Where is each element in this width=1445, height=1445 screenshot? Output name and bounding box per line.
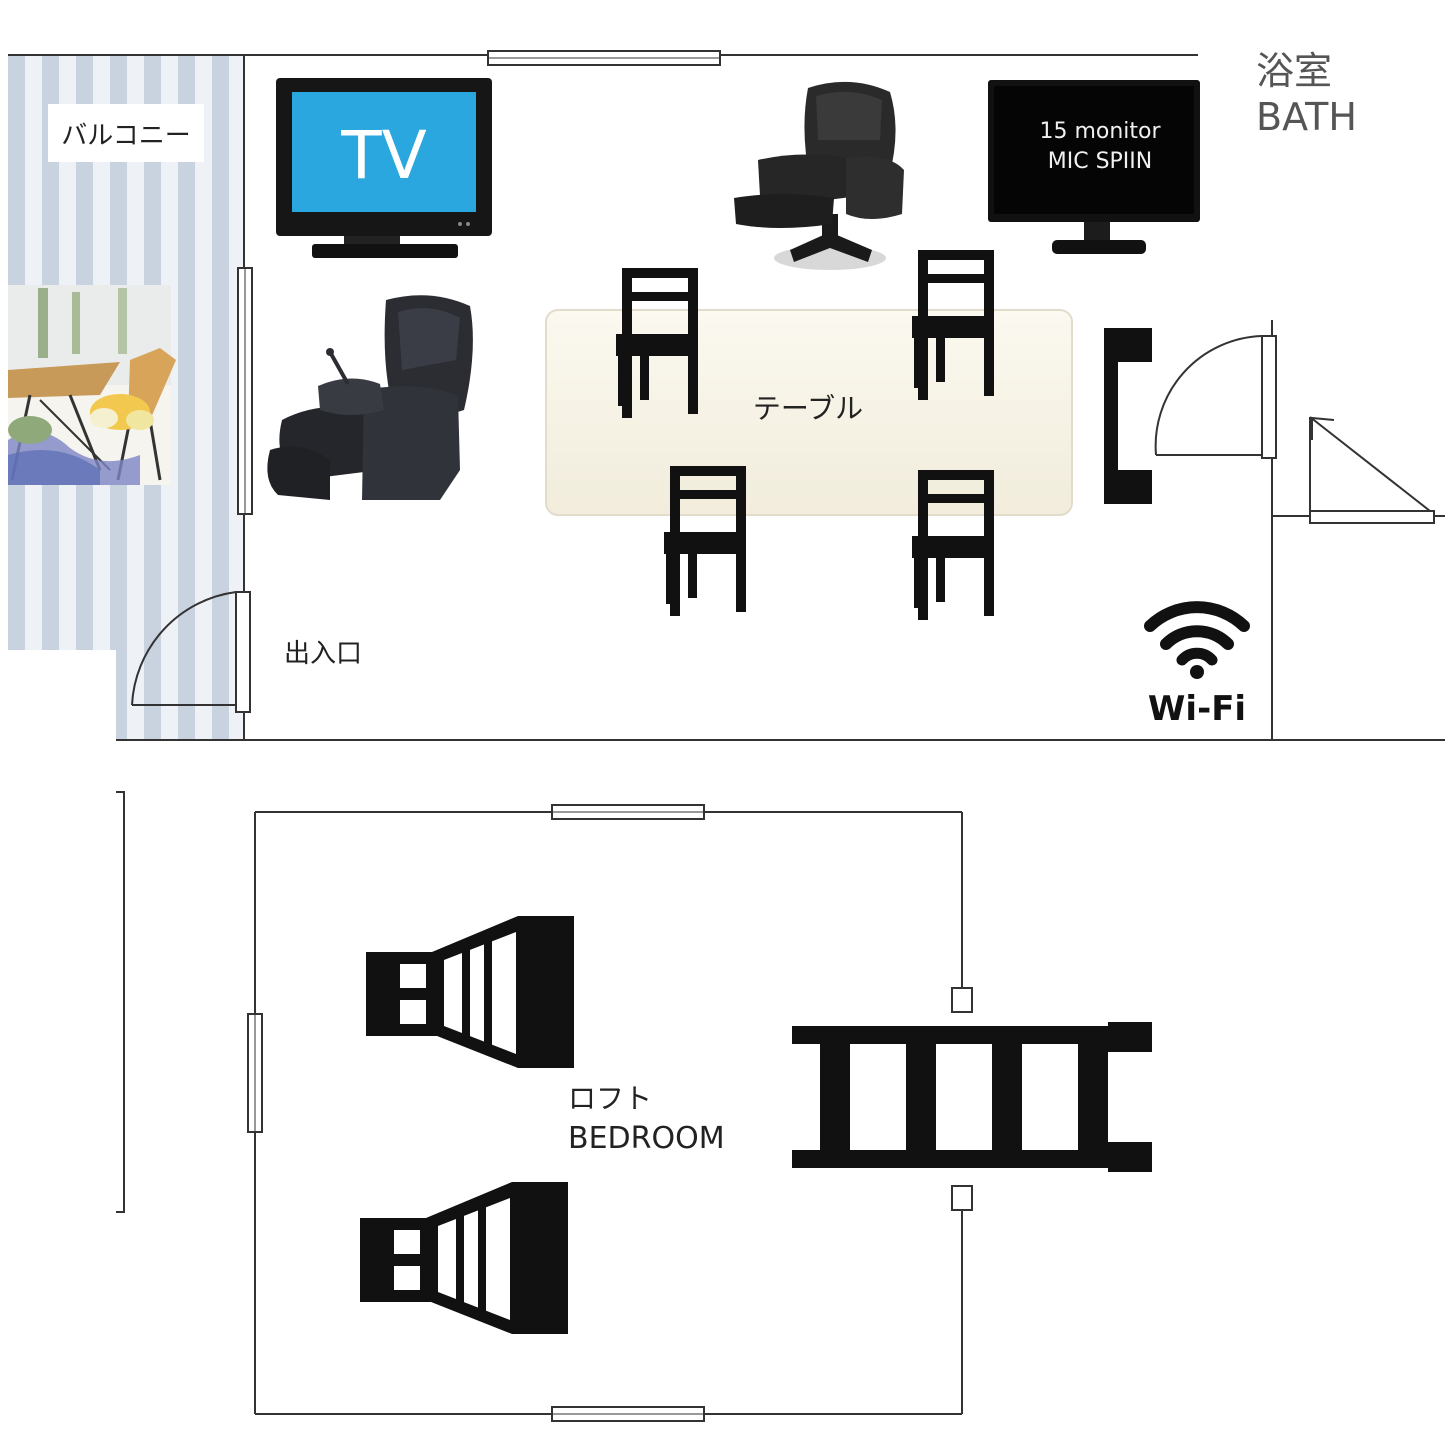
balcony-photo [8,285,176,485]
table-label: テーブル [753,392,863,425]
bath-label-en: BATH [1256,95,1357,139]
loft-window-left [247,1013,263,1133]
door-swing-icon [131,591,251,713]
bath-label-jp: 浴室 [1256,49,1333,93]
loft-window-top [551,804,705,820]
bath-label: 浴室 BATH [1256,48,1357,140]
ladder-icon [792,1022,1152,1172]
loft-opening [951,987,973,1211]
balcony-label: バルコニー [48,104,204,162]
dining-chair-icon [664,466,746,616]
bath-sliding-door-icon [1309,416,1435,524]
wifi-label: Wi-Fi [1148,689,1246,729]
monitor-line-2: MIC SPIIN [1048,149,1153,174]
dining-chair-icon [912,250,994,400]
dining-chair-icon [616,268,698,418]
handle-bar-icon [1104,328,1152,504]
bath-door-icon [1154,335,1277,459]
tv-icon: TV [276,78,492,258]
tv-label: TV [340,117,426,194]
monitor-line-1: 15 monitor [1039,119,1161,144]
dining-chair-icon [912,470,994,620]
window-top [487,50,721,66]
recliner-icon [734,81,904,270]
massage-chair-icon [267,295,473,500]
loft-label-en: BEDROOM [568,1121,725,1156]
wifi-icon: Wi-Fi [1144,601,1250,729]
dining-chairs [616,250,994,620]
loft-bracket [116,791,125,1213]
monitor-icon: 15 monitor MIC SPIIN [988,80,1200,254]
loft-label-jp: ロフト [568,1082,652,1115]
entrance-label: 出入口 [284,639,362,669]
window-left [237,267,253,515]
loft-window-bottom [551,1406,705,1422]
bed-icon [360,916,574,1334]
